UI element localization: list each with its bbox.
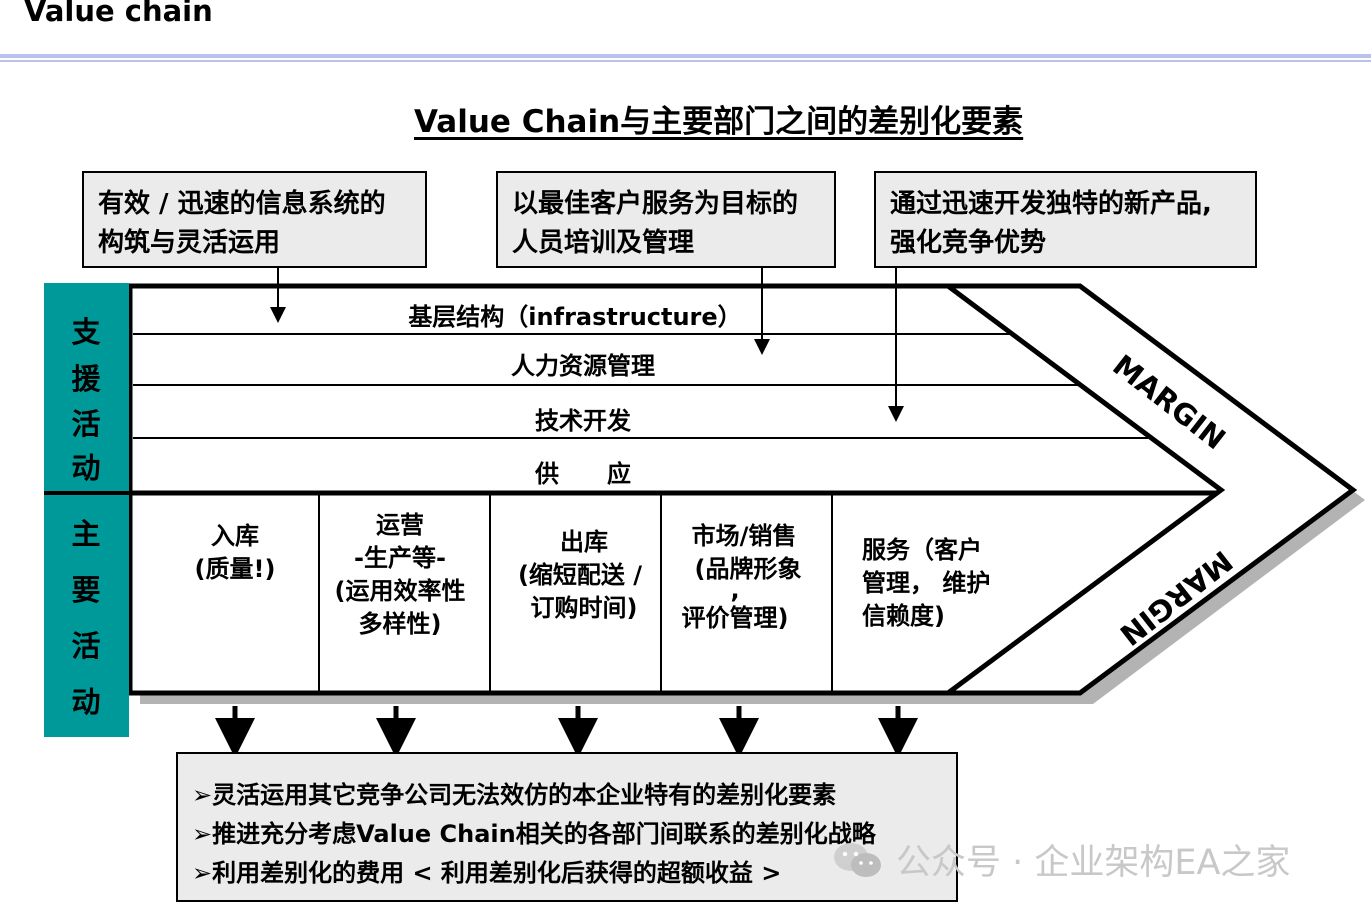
primary-activity-line: 评价管理) (682, 604, 789, 632)
primary-label-char: 活 (71, 629, 100, 663)
support-label-char: 支 (71, 315, 100, 349)
primary-activity-line: 信赖度) (862, 602, 945, 630)
diagram-title: Value Chain与主要部门之间的差别化要素 (414, 104, 1024, 140)
primary-activity-service: 服务（客户 管理， 维护 信赖度) (862, 536, 990, 630)
value-chain-chevron (127, 283, 1358, 696)
support-activity-infrastructure: 基层结构（infrastructure） (408, 303, 741, 331)
support-activity-procurement: 供 应 (534, 460, 631, 488)
primary-activity-marketing: 市场/销售 (品牌形象 , 评价管理) (682, 522, 802, 632)
margin-boundary (946, 283, 1226, 696)
primary-label-box (44, 495, 129, 737)
callout-staff-training: 以最佳客户服务为目标的 人员培训及管理 (496, 171, 836, 268)
primary-activity-line: (缩短配送 / (518, 561, 642, 589)
primary-activity-line: 多样性) (359, 610, 442, 638)
primary-activity-inbound: 入库 (质量!) (195, 522, 276, 583)
summary-line: ➢推进充分考虑Value Chain相关的各部门间联系的差别化战略 (192, 820, 876, 848)
summary-line: ➢利用差别化的费用 < 利用差别化后获得的超额收益 > (192, 859, 782, 887)
primary-activity-line: (品牌形象 (695, 555, 802, 583)
primary-label-char: 要 (71, 573, 100, 607)
support-activity-technology: 技术开发 (535, 407, 631, 435)
primary-activity-operations: 运营 -生产等- (运用效率性 多样性) (335, 511, 466, 638)
primary-activity-line: 出库 (560, 528, 608, 556)
support-label-char: 援 (71, 362, 101, 396)
support-label-char: 动 (71, 451, 100, 485)
summary-box: ➢灵活运用其它竞争公司无法效仿的本企业特有的差别化要素 ➢推进充分考虑Value… (176, 752, 958, 902)
page-title: Value chain (24, 0, 213, 28)
primary-activity-line: (运用效率性 (335, 577, 466, 605)
primary-label-char: 动 (71, 685, 100, 719)
header-divider-thin (0, 60, 1371, 62)
primary-activity-line: 入库 (211, 522, 259, 550)
primary-activity-line: 运营 (376, 511, 424, 539)
primary-activity-line: , (730, 576, 739, 604)
summary-line: ➢灵活运用其它竞争公司无法效仿的本企业特有的差别化要素 (192, 781, 837, 809)
primary-activity-line: -生产等- (354, 544, 446, 572)
header-divider (0, 54, 1371, 58)
primary-activity-line: 市场/销售 (692, 522, 797, 550)
primary-activity-outbound: 出库 (缩短配送 / 订购时间) (518, 528, 642, 622)
primary-label-char: 主 (71, 517, 100, 551)
primary-activity-line: (质量!) (195, 555, 276, 583)
primary-activity-line: 管理， 维护 (862, 569, 990, 597)
watermark: 公众号 · 企业架构EA之家 (832, 834, 1290, 890)
primary-activity-line: 服务（客户 (862, 536, 982, 564)
support-activity-hr: 人力资源管理 (511, 352, 655, 380)
primary-activity-line: 订购时间) (531, 594, 638, 622)
wechat-icon (832, 839, 884, 890)
watermark-text: 公众号 · 企业架构EA之家 (896, 843, 1291, 883)
callout-information-system: 有效 / 迅速的信息系统的 构筑与灵活运用 (82, 171, 427, 268)
support-label-char: 活 (71, 407, 100, 441)
support-label-box (44, 283, 129, 491)
callout-new-products: 通过迅速开发独特的新产品, 强化竞争优势 (874, 171, 1257, 268)
